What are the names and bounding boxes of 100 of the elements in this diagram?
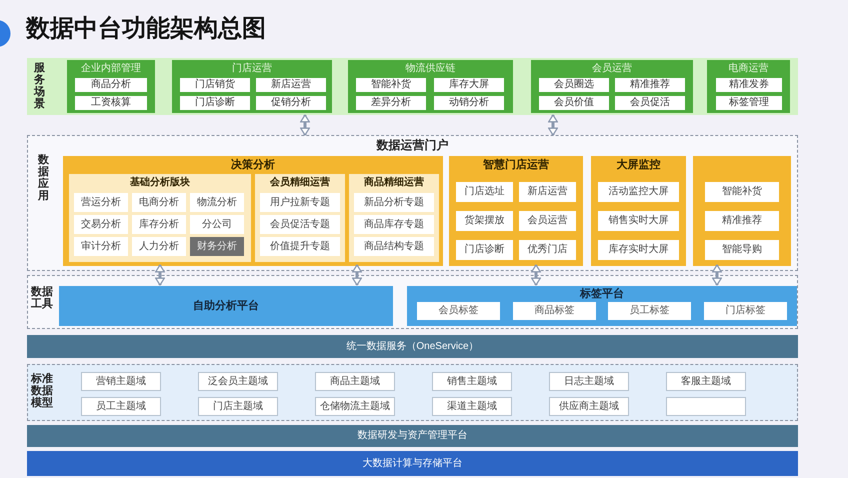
group-heading: 电商运营 bbox=[728, 63, 768, 75]
layer-label: 服务场景 bbox=[34, 62, 45, 110]
panel-heading: 决策分析 bbox=[231, 159, 275, 171]
scene-item-tag: 精准发券 bbox=[716, 78, 782, 92]
scene-group-panel bbox=[531, 60, 693, 113]
layer-band bbox=[27, 135, 798, 271]
scene-item-tag: 会员促活 bbox=[615, 96, 685, 110]
double-arrow bbox=[155, 264, 165, 286]
tag-item: 员工标签 bbox=[608, 302, 691, 320]
panel-heading: 大屏监控 bbox=[616, 159, 660, 171]
module-panel bbox=[693, 156, 791, 266]
function-tag: 用户拉新专题 bbox=[260, 193, 340, 212]
tool-panel: 自助分析平台 bbox=[59, 286, 393, 326]
submodule-panel bbox=[69, 174, 251, 262]
function-tag: 交易分析 bbox=[74, 215, 128, 234]
scene-item-tag: 标签管理 bbox=[716, 96, 782, 110]
group-heading: 会员运营 bbox=[592, 63, 632, 75]
scene-group-panel bbox=[172, 60, 332, 113]
subject-domain-tag: 客服主题域 bbox=[666, 372, 746, 391]
subject-domain-tag bbox=[666, 397, 746, 416]
module-panel bbox=[449, 156, 583, 266]
scene-item-tag: 促销分析 bbox=[256, 96, 326, 110]
tool-panel bbox=[407, 286, 797, 326]
platform-bar: 大数据计算与存储平台 bbox=[27, 451, 798, 476]
layer-band bbox=[27, 364, 798, 421]
submodule-panel bbox=[255, 174, 345, 262]
scene-item-tag: 动销分析 bbox=[434, 96, 504, 110]
group-heading: 物流供应链 bbox=[406, 63, 456, 75]
layer-label: 标准数据模型 bbox=[31, 373, 53, 410]
subject-domain-tag: 营销主题域 bbox=[81, 372, 161, 391]
function-tag: 优秀门店 bbox=[519, 240, 576, 260]
scene-group-panel bbox=[707, 60, 790, 113]
function-tag: 门店诊断 bbox=[456, 240, 513, 260]
scene-item-tag: 门店销货 bbox=[180, 78, 250, 92]
tag-item: 会员标签 bbox=[417, 302, 500, 320]
panel-heading: 智慧门店运营 bbox=[483, 159, 549, 171]
double-arrow bbox=[300, 114, 310, 136]
function-tag: 库存分析 bbox=[132, 215, 186, 234]
module-panel bbox=[63, 156, 443, 266]
subject-domain-tag: 泛会员主题域 bbox=[198, 372, 278, 391]
subject-domain-tag: 供应商主题域 bbox=[549, 397, 629, 416]
double-arrow bbox=[712, 264, 722, 286]
subject-domain-tag: 销售主题域 bbox=[432, 372, 512, 391]
platform-bar: 统一数据服务（OneService） bbox=[27, 335, 798, 358]
panel-heading: 标签平台 bbox=[580, 288, 624, 300]
subject-domain-tag: 日志主题域 bbox=[549, 372, 629, 391]
layer-label: 数据工具 bbox=[31, 286, 53, 310]
panel-heading: 基础分析版块 bbox=[130, 177, 190, 189]
scene-group-panel bbox=[67, 60, 155, 113]
function-tag: 审计分析 bbox=[74, 237, 128, 256]
function-tag: 智能补货 bbox=[705, 182, 779, 202]
group-heading: 企业内部管理 bbox=[81, 63, 141, 75]
layer-band bbox=[27, 58, 798, 115]
function-tag: 会员运营 bbox=[519, 211, 576, 231]
double-arrow bbox=[352, 264, 362, 286]
scene-item-tag: 门店诊断 bbox=[180, 96, 250, 110]
function-tag: 电商分析 bbox=[132, 193, 186, 212]
function-tag: 活动监控大屏 bbox=[598, 182, 679, 202]
function-tag: 价值提升专题 bbox=[260, 237, 340, 256]
layer-label: 数据应用 bbox=[38, 154, 49, 202]
subject-domain-tag: 仓储物流主题域 bbox=[315, 397, 395, 416]
subject-domain-tag: 门店主题域 bbox=[198, 397, 278, 416]
subject-domain-tag: 员工主题域 bbox=[81, 397, 161, 416]
scene-item-tag: 会员价值 bbox=[539, 96, 609, 110]
function-tag: 物流分析 bbox=[190, 193, 244, 212]
layer-band bbox=[27, 275, 798, 329]
portal-title: 数据运营门户 bbox=[376, 138, 448, 152]
scene-item-tag: 精准推荐 bbox=[615, 78, 685, 92]
function-tag: 营运分析 bbox=[74, 193, 128, 212]
subject-domain-tag: 渠道主题域 bbox=[432, 397, 512, 416]
function-tag: 分公司 bbox=[190, 215, 244, 234]
function-tag: 库存实时大屏 bbox=[598, 240, 679, 260]
scene-item-tag: 差异分析 bbox=[356, 96, 426, 110]
function-tag: 人力分析 bbox=[132, 237, 186, 256]
scene-item-tag: 工资核算 bbox=[75, 96, 147, 110]
scene-item-tag: 会员圈选 bbox=[539, 78, 609, 92]
function-tag: 销售实时大屏 bbox=[598, 211, 679, 231]
diagram-title: 数据中台功能架构总图 bbox=[26, 14, 266, 44]
scene-item-tag: 新店运营 bbox=[256, 78, 326, 92]
function-tag: 门店选址 bbox=[456, 182, 513, 202]
function-tag: 智能导购 bbox=[705, 240, 779, 260]
function-tag: 新品分析专题 bbox=[354, 193, 434, 212]
function-tag: 新店运营 bbox=[519, 182, 576, 202]
double-arrow bbox=[531, 264, 541, 286]
function-tag: 货架摆放 bbox=[456, 211, 513, 231]
function-tag: 商品结构专题 bbox=[354, 237, 434, 256]
function-tag: 财务分析 bbox=[190, 237, 244, 256]
function-tag: 会员促活专题 bbox=[260, 215, 340, 234]
scene-item-tag: 商品分析 bbox=[75, 78, 147, 92]
tag-item: 门店标签 bbox=[704, 302, 787, 320]
scene-item-tag: 库存大屏 bbox=[434, 78, 504, 92]
double-arrow bbox=[548, 114, 558, 136]
module-panel bbox=[591, 156, 686, 266]
group-heading: 门店运营 bbox=[232, 63, 272, 75]
submodule-panel bbox=[349, 174, 439, 262]
scene-group-panel bbox=[348, 60, 513, 113]
panel-heading: 会员精细运营 bbox=[270, 177, 330, 189]
panel-heading: 商品精细运营 bbox=[364, 177, 424, 189]
function-tag: 精准推荐 bbox=[705, 211, 779, 231]
function-tag: 商品库存专题 bbox=[354, 215, 434, 234]
